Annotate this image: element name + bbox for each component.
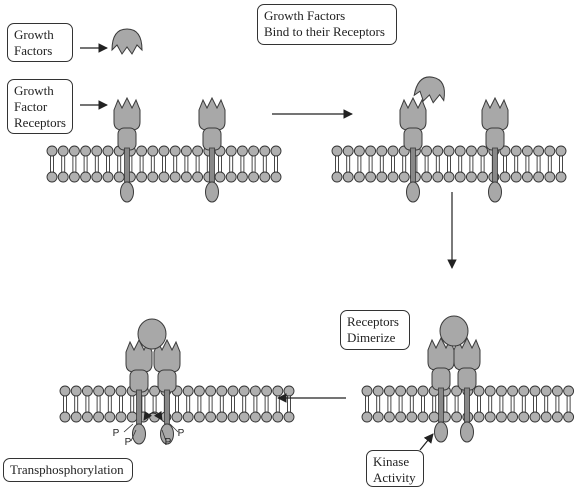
growth-factor-dimer-left — [137, 318, 167, 350]
receptor-5 — [125, 338, 153, 445]
membrane-top-right — [331, 145, 567, 183]
growth-factors-label: Growth Factors — [7, 23, 73, 62]
phosphate-label-1: P — [113, 428, 120, 439]
arrow-kinase-activity — [419, 433, 434, 451]
receptor-2 — [198, 96, 226, 203]
kinase-activity-label: Kinase Activity — [366, 450, 424, 487]
transphosphorylation-curved-arrow — [143, 410, 163, 421]
dimerize-label: Receptors Dimerize — [340, 310, 410, 350]
growth-factor-dimer-right — [439, 315, 469, 347]
membrane-bottom-right — [361, 385, 575, 423]
receptor-4 — [481, 96, 509, 203]
growth-factor-bound — [413, 76, 445, 104]
receptor-6 — [153, 338, 181, 445]
membrane-top-left — [46, 145, 282, 183]
membrane-bottom-left — [59, 385, 295, 423]
phosphate-bond-1 — [123, 423, 134, 433]
bind-receptors-label: Growth Factors Bind to their Receptors — [257, 4, 397, 45]
phosphate-bond-2 — [130, 429, 137, 442]
growth-factor-receptors-label: Growth Factor Receptors — [7, 79, 73, 134]
phosphate-label-3: P — [165, 437, 172, 448]
receptor-1 — [113, 96, 141, 203]
transphosphorylation-label: Transphosphorylation — [3, 458, 133, 482]
growth-factor-free — [111, 28, 143, 55]
receptor-3 — [399, 96, 427, 203]
phosphate-bond-4 — [169, 423, 179, 433]
phosphate-bond-3 — [161, 429, 167, 442]
receptor-7 — [427, 336, 455, 443]
receptor-8 — [453, 336, 481, 443]
phosphate-label-2: P — [125, 437, 132, 448]
phosphate-label-4: P — [178, 428, 185, 439]
